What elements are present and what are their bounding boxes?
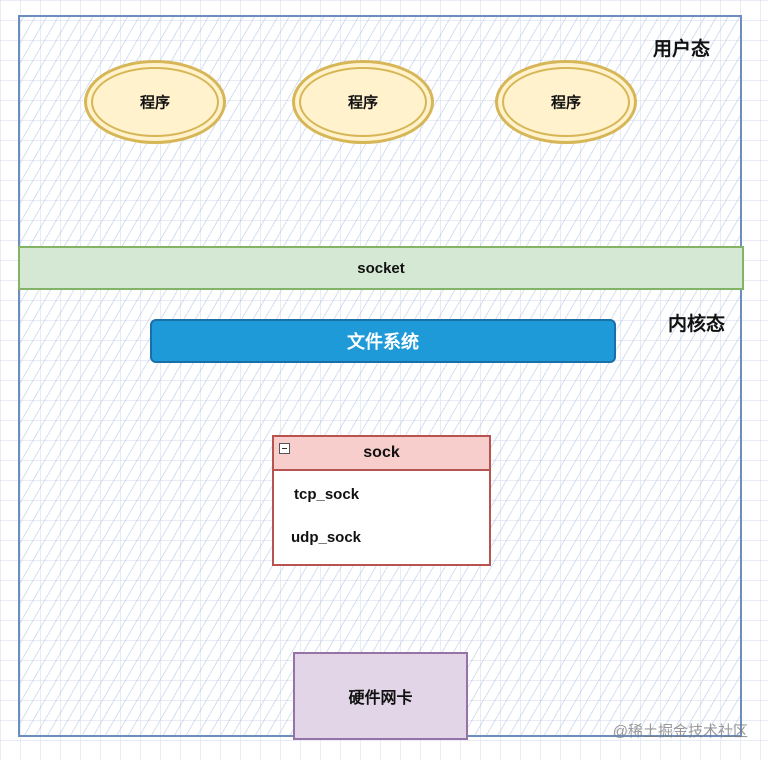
socket-layer: socket — [18, 246, 744, 290]
program-ellipse-3: 程序 — [495, 60, 637, 144]
program-ellipse-2: 程序 — [292, 60, 434, 144]
program-ellipse-1: 程序 — [84, 60, 226, 144]
socket-layer-label: socket — [357, 259, 405, 277]
filesystem-label: 文件系统 — [347, 332, 419, 352]
program-label-1: 程序 — [139, 94, 170, 112]
sock-class-box: sock tcp_sock udp_sock — [272, 435, 491, 566]
sock-class-title: sock — [363, 444, 400, 461]
sock-member-tcp: tcp_sock — [294, 486, 360, 503]
collapse-icon[interactable] — [279, 443, 290, 454]
user-space-label: 用户态 — [653, 39, 711, 60]
sock-member-udp: udp_sock — [291, 529, 362, 546]
program-label-3: 程序 — [550, 94, 581, 112]
filesystem-box: 文件系统 — [150, 319, 616, 363]
program-label-2: 程序 — [347, 94, 378, 112]
kernel-space-label: 内核态 — [668, 314, 726, 335]
watermark: @稀土掘金技术社区 — [612, 723, 748, 740]
hardware-nic-box: 硬件网卡 — [293, 652, 468, 740]
sock-class-header: sock — [274, 437, 489, 471]
hardware-nic-label: 硬件网卡 — [348, 690, 413, 707]
